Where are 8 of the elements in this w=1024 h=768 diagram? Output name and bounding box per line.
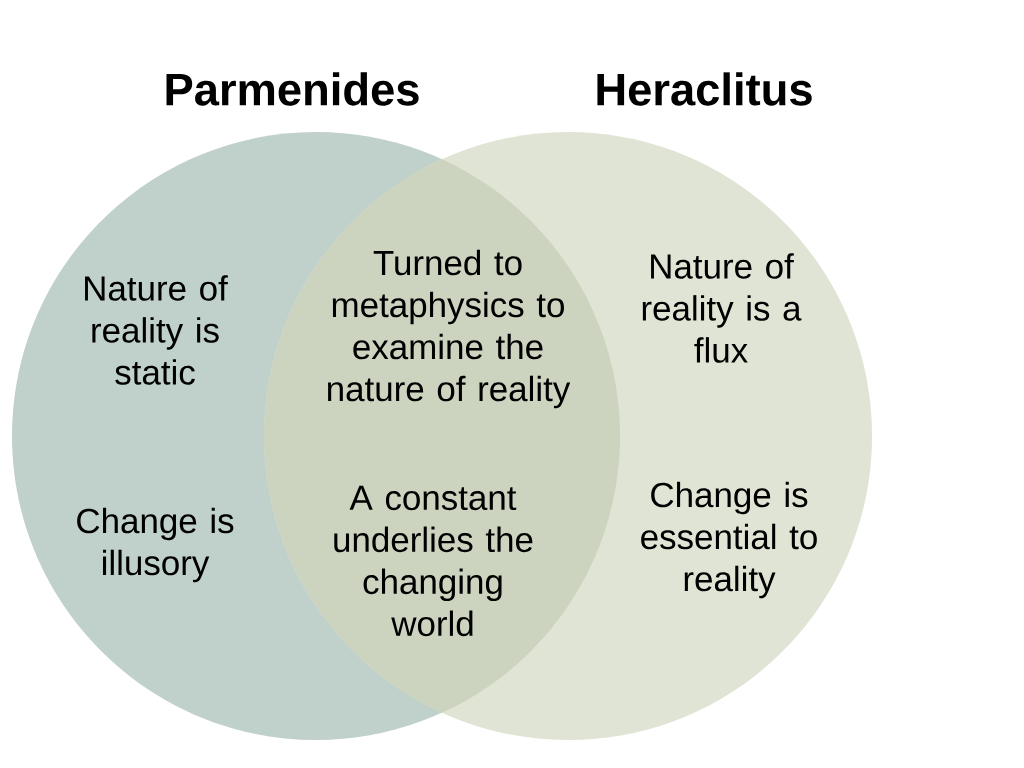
venn-text: Change is illusory bbox=[77, 507, 234, 583]
venn-text: Nature of reality is a flux bbox=[642, 253, 802, 363]
circle-heading: Parmenides bbox=[166, 72, 419, 106]
circle-heading: Heraclitus bbox=[597, 72, 812, 106]
venn-text: Turned to metaphysics to examine the nature of reality bbox=[328, 249, 571, 409]
venn-text: Nature of reality is static bbox=[85, 275, 228, 385]
venn-text: A constant underlies the changing world bbox=[334, 485, 533, 637]
venn-text: Change is essential to reality bbox=[641, 481, 817, 599]
